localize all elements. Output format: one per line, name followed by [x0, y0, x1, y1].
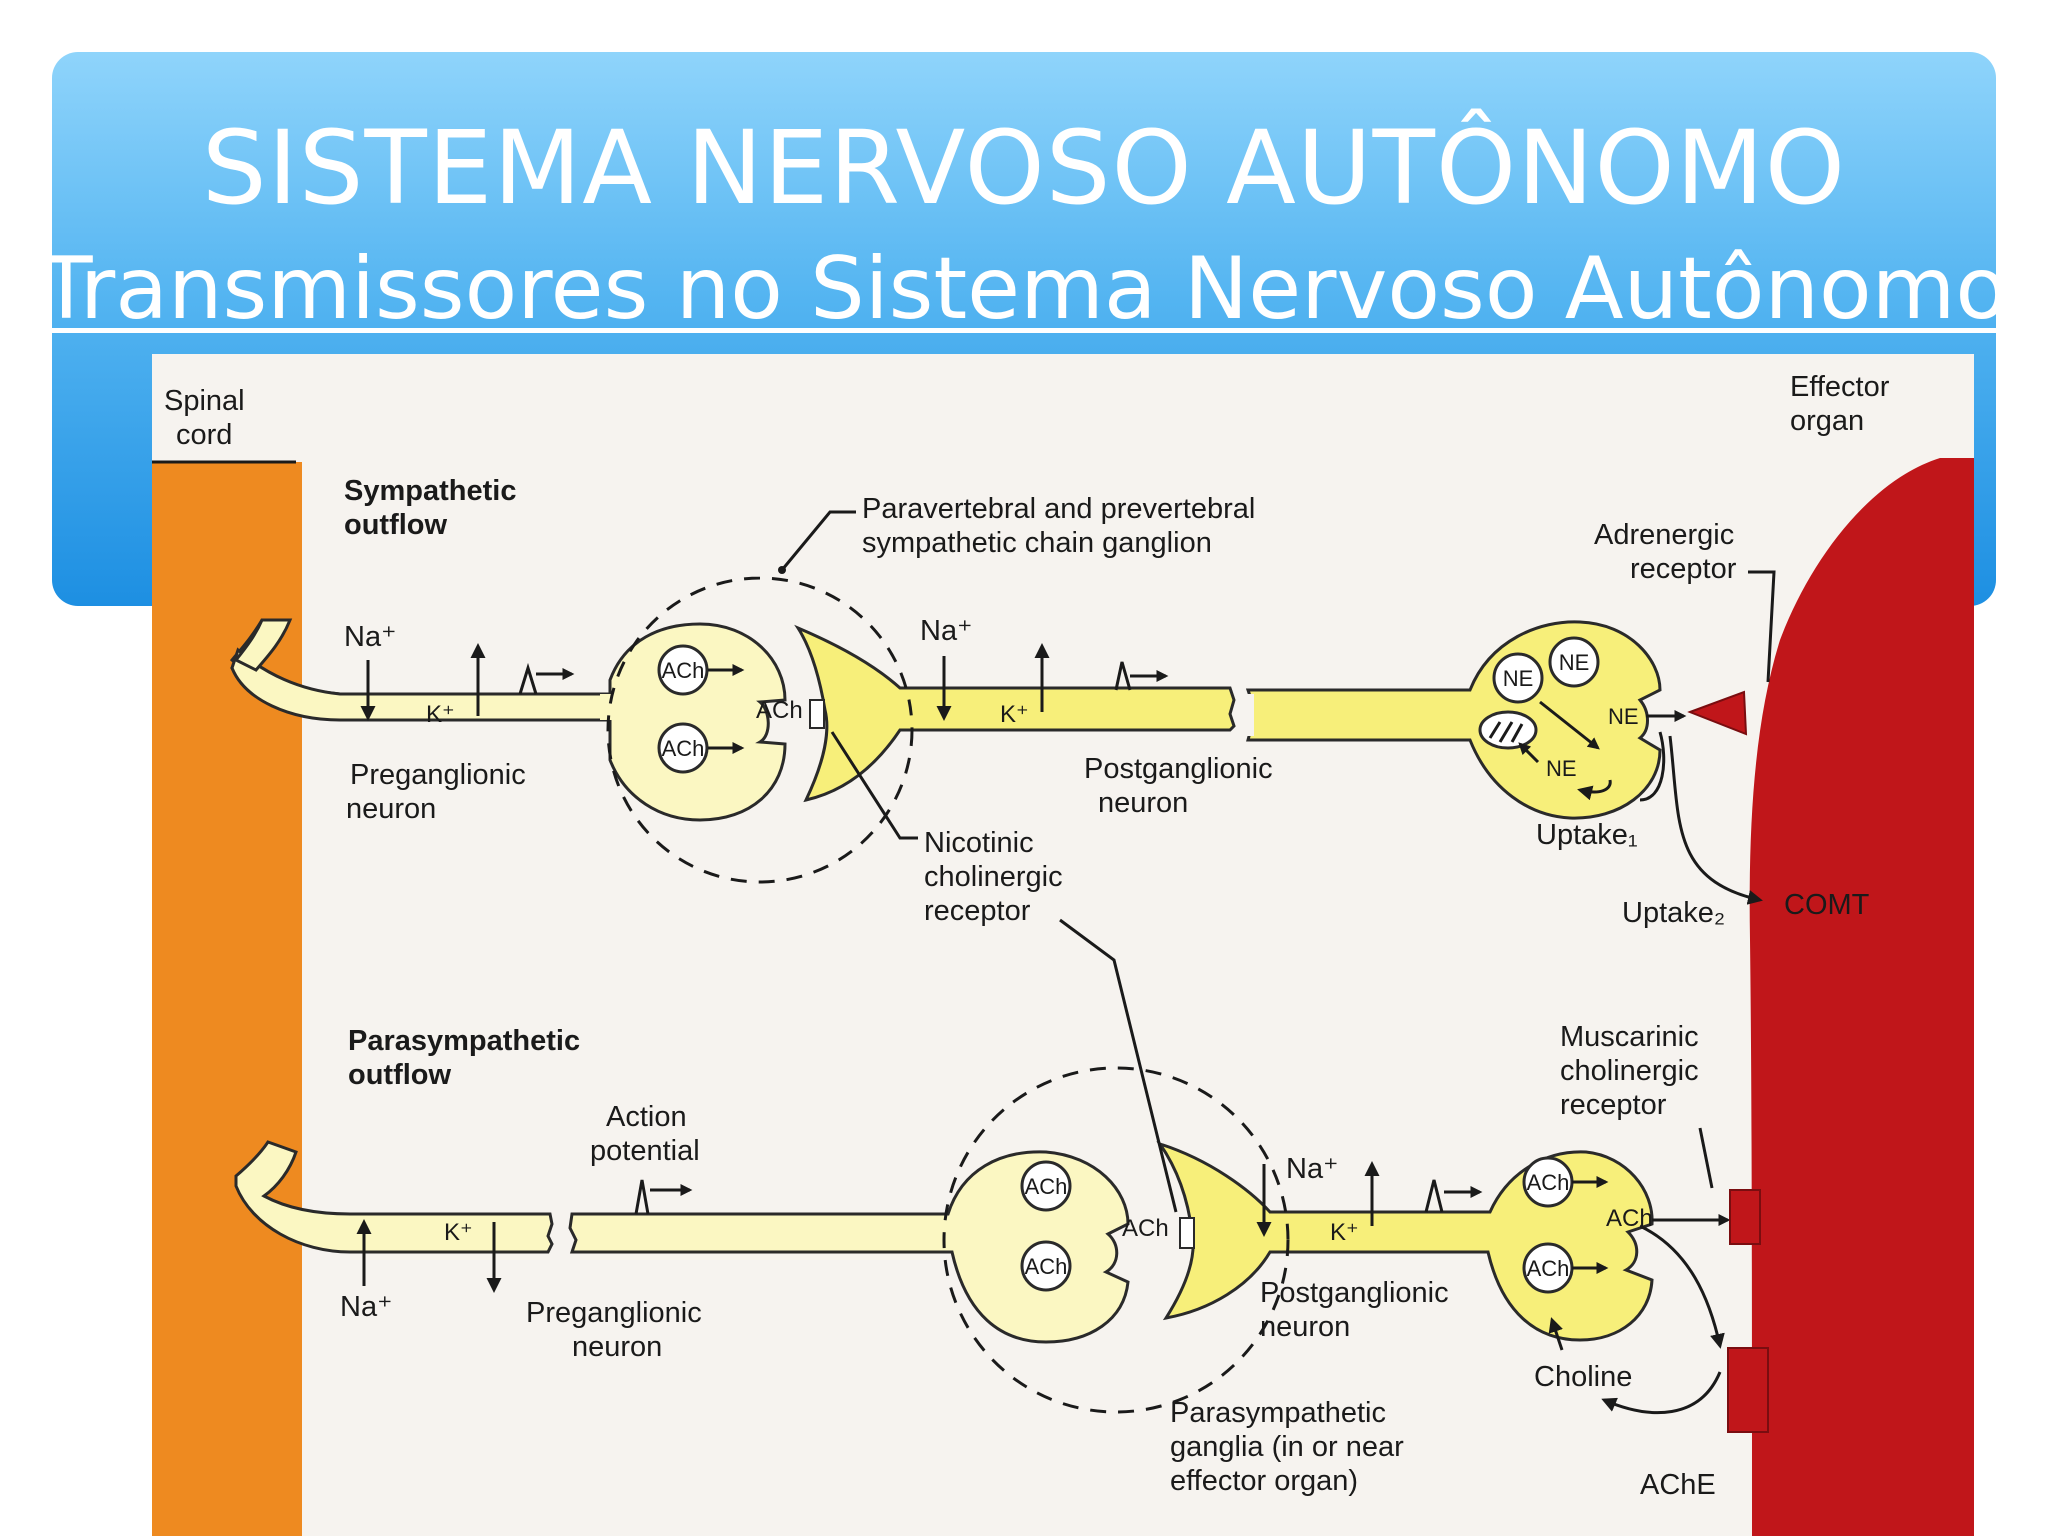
sympathetic-outflow-label: Sympathetic outflow — [344, 475, 525, 541]
para-k2-label: K⁺ — [1330, 1219, 1359, 1246]
choline-label: Choline — [1534, 1361, 1632, 1393]
symp-preganglionic-root — [233, 618, 293, 672]
mitochondrion-cristae — [1488, 721, 1524, 743]
adrenergic-leader — [1748, 570, 1776, 683]
symp-preganglionic-label: Preganglionic neuron — [346, 759, 534, 825]
nicotinic-leader — [830, 731, 918, 840]
ne-vesicle-2-label: NE — [1559, 650, 1590, 675]
uptake2-label: Uptake₂ — [1622, 897, 1725, 929]
para-ganglia-label: Parasympathetic ganglia (in or near effe… — [1170, 1397, 1412, 1497]
para-preganglionic-label: Preganglionic neuron — [526, 1297, 710, 1363]
ne-vesicle-arrow — [1539, 700, 1600, 750]
symp-na-label: Na⁺ — [344, 621, 396, 653]
symp-ach-vesicle-1 — [657, 644, 709, 696]
slide-title: SISTEMA NERVOSO AUTÔNOMO — [201, 109, 1847, 228]
symp-terminal-join — [600, 694, 640, 720]
symp-ach-vesicle-2 — [657, 722, 709, 774]
symp-preganglionic-body — [230, 647, 642, 722]
symp-axon-gap — [1240, 694, 1254, 736]
muscarinic-leader — [1698, 1127, 1714, 1189]
ne-release-label: NE — [1608, 704, 1639, 729]
choline-uptake-arrow — [1548, 1317, 1564, 1351]
ache-label: AChE — [1640, 1469, 1716, 1501]
para-ap-spike — [634, 1179, 650, 1215]
symp-ganglion-leader — [780, 510, 856, 571]
uptake1-label: Uptake₁ — [1536, 819, 1638, 851]
nicotinic-leader-lower — [1059, 918, 1178, 1213]
ne-inner-label: NE — [1546, 756, 1577, 781]
action-potential-label: Action potential — [590, 1101, 700, 1167]
symp-post-ap-spike — [1114, 661, 1132, 691]
slide-subtitle: Transmissores no Sistema Nervoso Autônom… — [40, 239, 2008, 339]
para-post-ach-vesicle-2-label: ACh — [1527, 1256, 1570, 1281]
adrenergic-receptor — [1687, 690, 1748, 736]
para-preganglionic-axon-long — [568, 1150, 1130, 1344]
para-ach-vesicle-2-label: ACh — [1025, 1254, 1068, 1279]
symp-ganglion-leader-dot — [778, 566, 786, 574]
ne-synth-arrow — [1518, 742, 1540, 764]
comt-label: COMT — [1784, 889, 1870, 921]
spinal-cord-label: Spinal cord — [164, 385, 253, 451]
ne-vesicle-2 — [1548, 636, 1600, 688]
nicotinic-label: Nicotinic cholinergic receptor — [924, 827, 1071, 927]
uptake1-arrow — [1577, 779, 1612, 801]
uptake2-arrow — [1668, 735, 1763, 905]
uptake1-curve — [1639, 731, 1666, 802]
para-postganglionic-label: Postganglionic neuron — [1260, 1277, 1457, 1343]
symp-postganglionic-label: Postganglionic neuron — [1084, 753, 1281, 819]
symp-action-potential-spike — [518, 662, 538, 695]
para-nicotinic-receptor — [1179, 1217, 1195, 1249]
muscarinic-receptor-label: Muscarinic cholinergic receptor — [1560, 1021, 1707, 1121]
para-k-label: K⁺ — [444, 1219, 473, 1246]
para-preganglionic-axon-start — [234, 1140, 554, 1254]
symp-k2-label: K⁺ — [1000, 701, 1029, 728]
para-ach-vesicle-1 — [1020, 1160, 1072, 1212]
para-na-label: Na⁺ — [340, 1291, 392, 1323]
ne-vesicle-1 — [1492, 652, 1544, 704]
ache-site — [1727, 1347, 1769, 1433]
symp-k-label: K⁺ — [426, 701, 455, 728]
adrenergic-receptor-label: Adrenergic receptor — [1594, 519, 1742, 585]
symp-postganglionic-neuron — [794, 624, 1236, 803]
effector-organ-label: Effector organ — [1790, 371, 1897, 437]
symp-ach-vesicle-1-label: ACh — [662, 658, 705, 683]
symp-ganglion-outline — [606, 576, 914, 884]
symp-ach-label: ACh — [756, 697, 803, 724]
para-post-ap-spike — [1424, 1179, 1444, 1213]
symp-nicotinic-receptor — [809, 699, 825, 729]
symp-na2-label: Na⁺ — [920, 615, 972, 647]
para-ach-vesicle-2 — [1020, 1240, 1072, 1292]
symp-ganglion-label: Paravertebral and prevertebral sympathet… — [862, 493, 1263, 559]
effector-organ — [1749, 458, 1974, 1536]
para-ach-to-ache-arrow — [1639, 1224, 1725, 1349]
para-ganglion-outline — [942, 1066, 1290, 1414]
muscarinic-receptor — [1729, 1189, 1761, 1245]
para-na2-label: Na⁺ — [1286, 1153, 1338, 1185]
choline-return-arrow — [1601, 1371, 1722, 1415]
para-ach-vesicle-1-label: ACh — [1025, 1174, 1068, 1199]
para-ach-label: ACh — [1122, 1215, 1169, 1242]
parasympathetic-outflow-label: Parasympathetic outflow — [348, 1025, 588, 1091]
symp-ach-vesicle-2-label: ACh — [662, 736, 705, 761]
para-post-ach-vesicle-1-label: ACh — [1527, 1170, 1570, 1195]
ne-vesicle-1-label: NE — [1503, 666, 1534, 691]
